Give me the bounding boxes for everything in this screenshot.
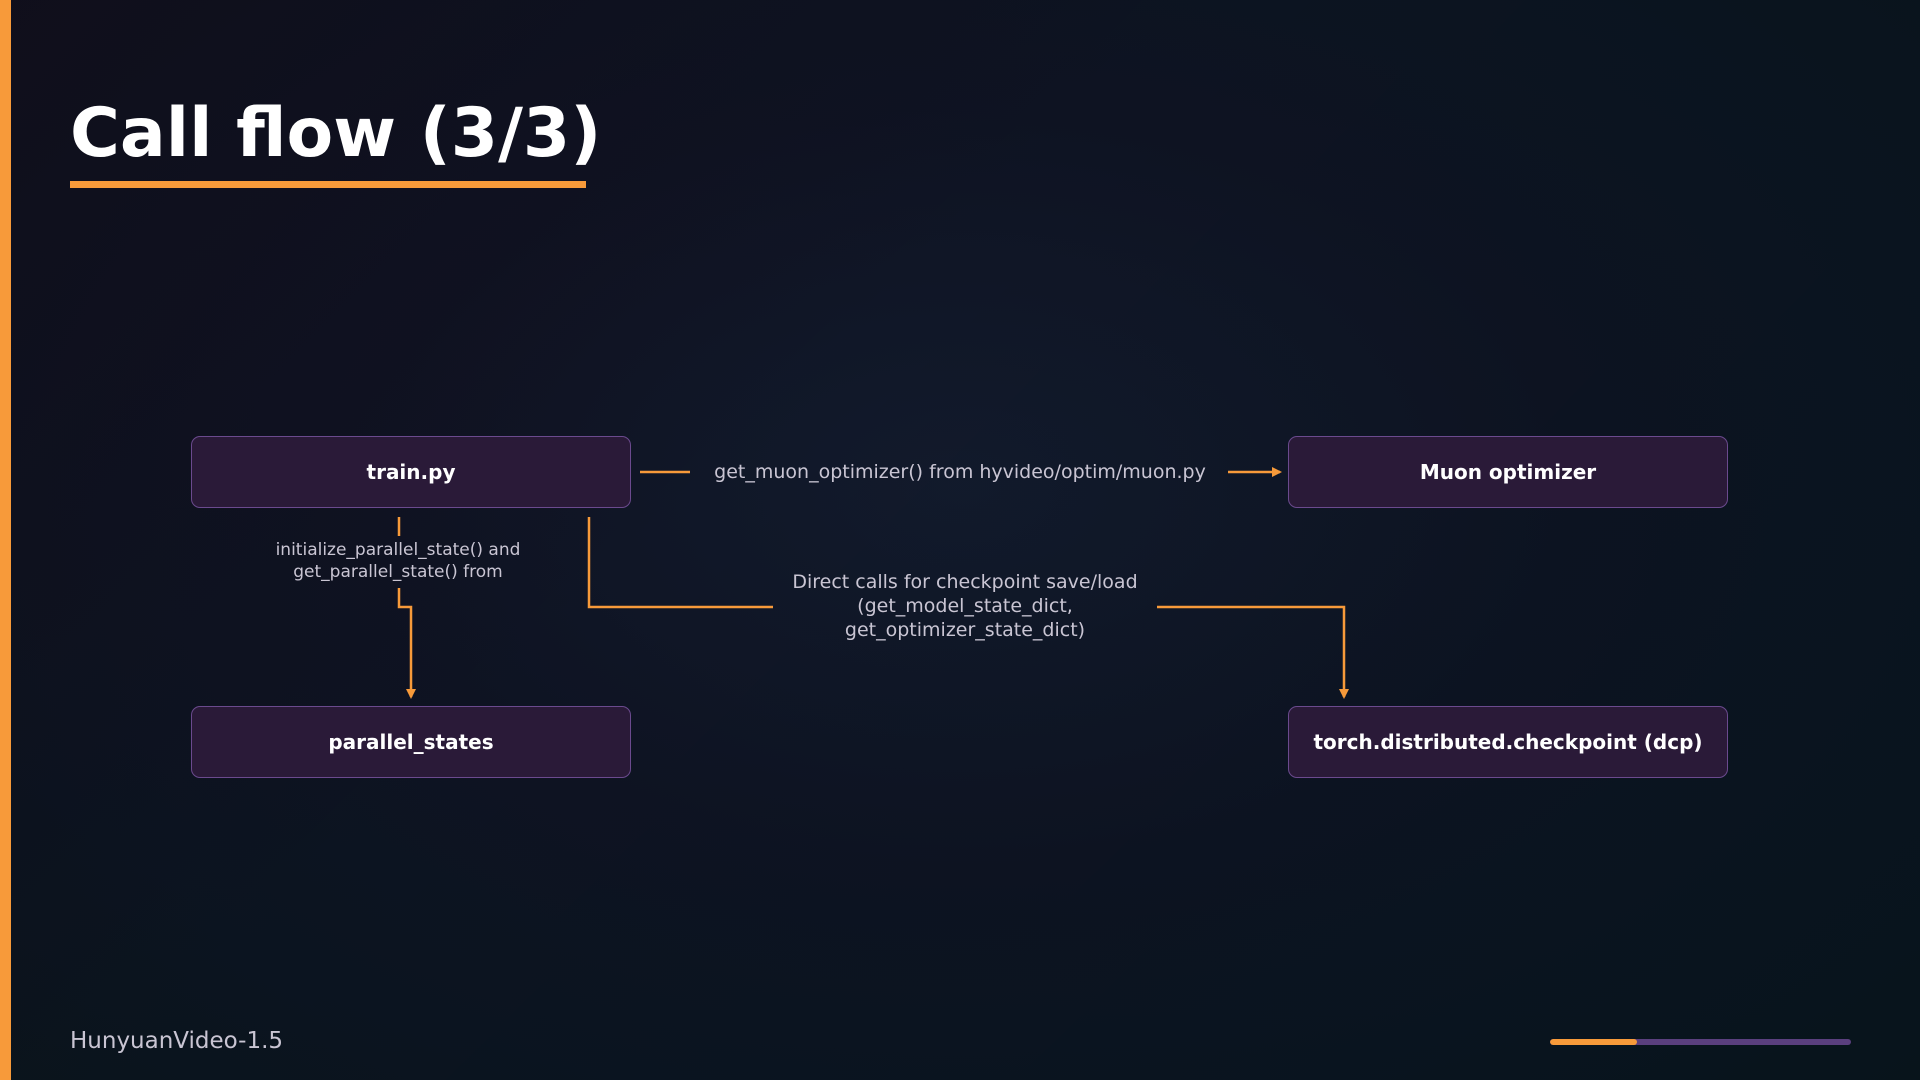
- edge-train-dcp-left: [587, 517, 773, 609]
- edge-label-train-dcp-line-1: Direct calls for checkpoint save/load: [792, 571, 1138, 593]
- node-torch-dcp-label: torch.distributed.checkpoint (dcp): [1313, 730, 1703, 754]
- node-muon-optimizer-label: Muon optimizer: [1419, 460, 1597, 484]
- edge-label-train-muon-text: get_muon_optimizer() from hyvideo/optim/…: [714, 461, 1206, 483]
- edge-train-dcp-right: [1157, 605, 1349, 699]
- edge-label-train-parallel: initialize_parallel_state() and get_para…: [248, 539, 548, 583]
- node-train-py-label: train.py: [366, 460, 456, 484]
- edge-label-train-muon: get_muon_optimizer() from hyvideo/optim/…: [690, 459, 1230, 485]
- node-parallel-states: parallel_states: [191, 706, 631, 778]
- slide-progress-bar: [1550, 1039, 1851, 1045]
- edge-train-parallel-bottom: [397, 588, 416, 699]
- node-parallel-states-label: parallel_states: [328, 730, 494, 754]
- edge-label-train-parallel-line-1: initialize_parallel_state() and: [275, 540, 521, 560]
- edge-label-train-dcp-line-2: (get_model_state_dict,: [857, 595, 1073, 617]
- node-muon-optimizer: Muon optimizer: [1288, 436, 1728, 508]
- edge-label-train-dcp: Direct calls for checkpoint save/load (g…: [770, 570, 1160, 642]
- node-train-py: train.py: [191, 436, 631, 508]
- slide-progress-fill: [1550, 1039, 1638, 1045]
- node-torch-dcp: torch.distributed.checkpoint (dcp): [1288, 706, 1728, 778]
- edge-label-train-parallel-line-2: get_parallel_state() from: [293, 562, 503, 582]
- left-accent-bar: [0, 0, 11, 1080]
- edge-label-train-dcp-line-3: get_optimizer_state_dict): [844, 619, 1086, 641]
- footer-project-name: HunyuanVideo-1.5: [70, 1028, 284, 1054]
- title-underline: [70, 181, 586, 188]
- slide-title: Call flow (3/3): [70, 94, 602, 173]
